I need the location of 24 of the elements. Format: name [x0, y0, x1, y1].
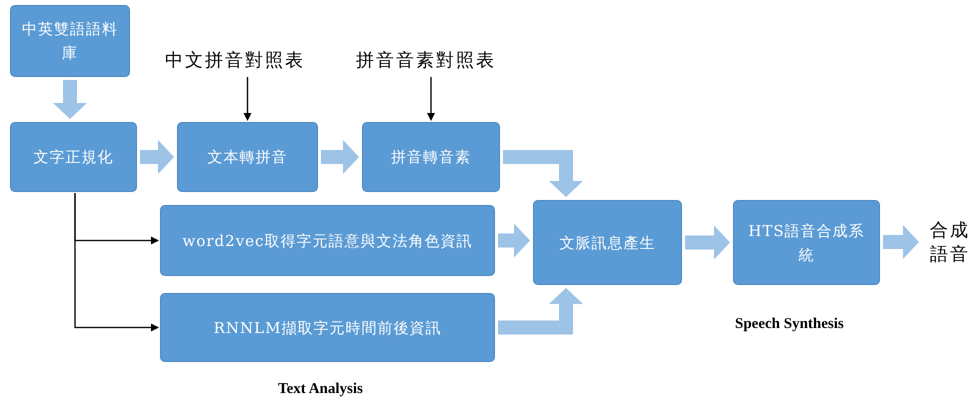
- output-label: 合成語音: [922, 210, 978, 274]
- process-box: HTS語音合成系統: [733, 200, 880, 285]
- table-label: 中文拼音對照表: [145, 44, 325, 76]
- block-arrow: [685, 226, 730, 260]
- section-label: Speech Synthesis: [735, 316, 844, 333]
- process-box: word2vec取得字元語意與文法角色資訊: [160, 205, 495, 276]
- arrow: [427, 77, 435, 121]
- process-box: 文字正規化: [10, 122, 137, 192]
- block-arrow: [53, 80, 87, 119]
- block-arrow: [498, 288, 583, 334]
- table-label: 拼音音素對照表: [335, 44, 517, 76]
- process-box: 文本轉拼音: [177, 122, 318, 192]
- block-arrow: [883, 225, 919, 259]
- process-box: 文脈訊息產生: [533, 200, 682, 285]
- process-box: 拼音轉音素: [362, 122, 500, 192]
- arrow: [74, 193, 159, 332]
- block-arrow: [503, 150, 583, 197]
- block-arrow: [321, 140, 359, 174]
- section-label: Text Analysis: [278, 381, 363, 398]
- block-arrow: [498, 224, 530, 258]
- process-box: 中英雙語語料庫: [10, 5, 130, 77]
- block-arrow: [140, 140, 174, 174]
- process-box: RNNLM擷取字元時間前後資訊: [160, 293, 495, 362]
- arrow: [244, 77, 252, 121]
